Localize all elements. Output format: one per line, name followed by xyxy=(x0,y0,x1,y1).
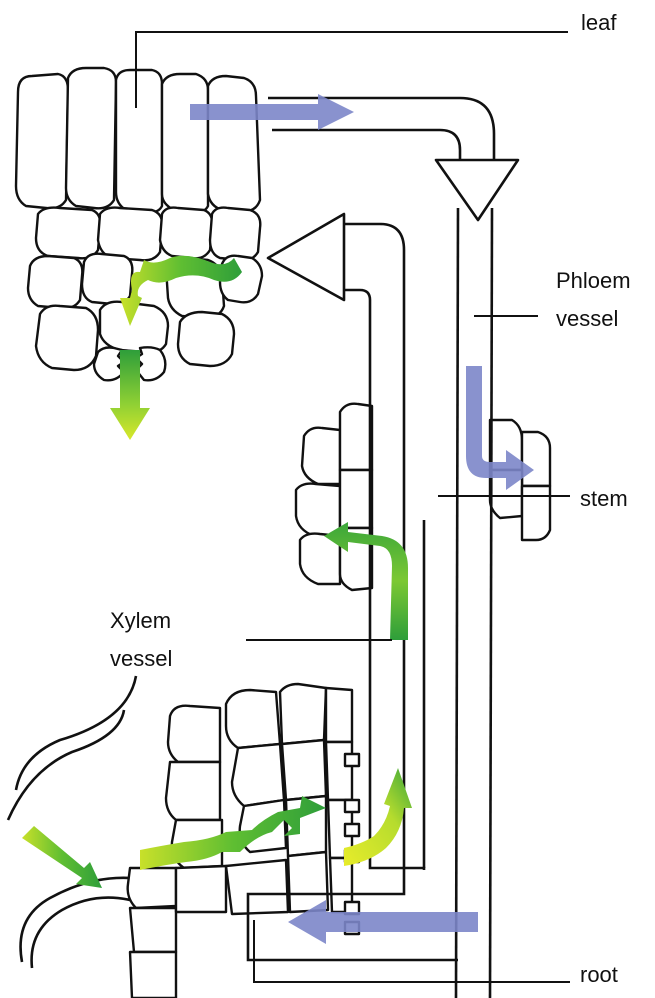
label-phloem-line1: Phloem xyxy=(556,264,631,298)
label-leaf: leaf xyxy=(581,6,616,40)
label-stem: stem xyxy=(580,482,628,516)
label-root: root xyxy=(580,958,618,992)
label-phloem-line2: vessel xyxy=(556,302,618,336)
root-tissue xyxy=(8,676,359,998)
stem-tissue-xylem-side xyxy=(296,404,372,590)
label-xylem-line1: Xylem xyxy=(110,604,171,638)
label-xylem-line2: vessel xyxy=(110,642,172,676)
